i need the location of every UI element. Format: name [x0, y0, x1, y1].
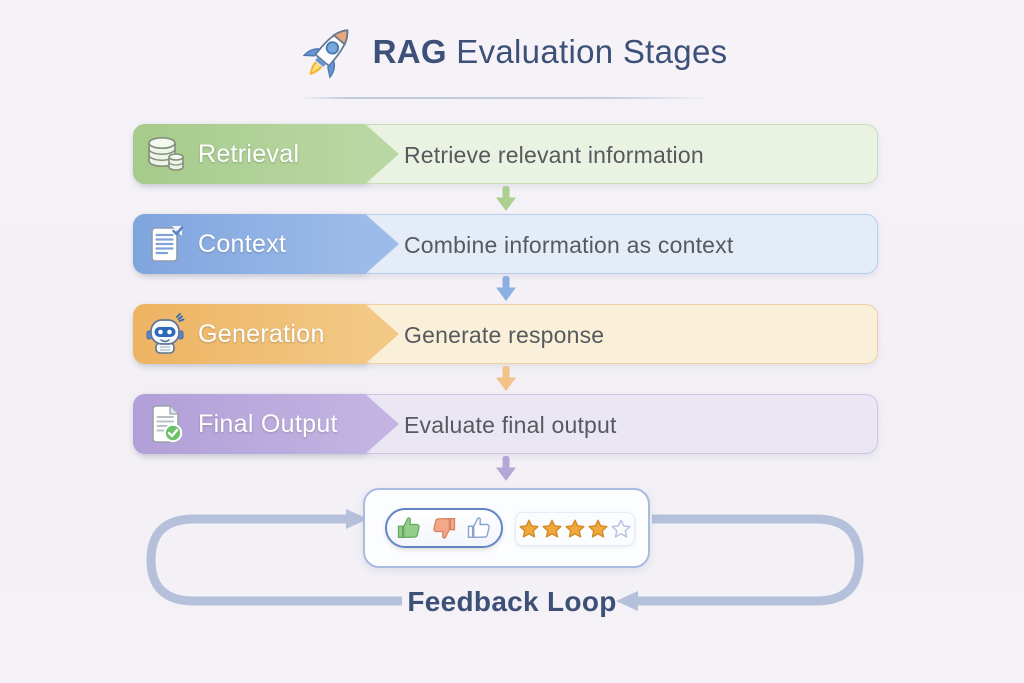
- stage-description: Combine information as context: [404, 232, 734, 258]
- star-icon[interactable]: [564, 518, 586, 540]
- stage-description: Generate response: [404, 322, 605, 348]
- thumbs-up-outline-icon: [467, 517, 490, 539]
- thumbs-feedback-group: [385, 508, 503, 548]
- flow-arrow-down-icon: [496, 186, 516, 211]
- thumbs-down-button[interactable]: [430, 514, 458, 542]
- stage-label-arrow: Final Output: [133, 394, 365, 454]
- database-icon: [148, 136, 184, 171]
- stage-label-arrow: Generation: [133, 304, 365, 364]
- star-icon[interactable]: [541, 518, 563, 540]
- stage-description: Retrieve relevant information: [404, 142, 704, 168]
- stage-label: Retrieval: [198, 139, 300, 168]
- thumbs-up-outline-button[interactable]: [465, 514, 493, 542]
- stage-label-arrow: Retrieval: [133, 124, 365, 184]
- star-icon[interactable]: [518, 518, 540, 540]
- stage-label: Generation: [198, 319, 325, 348]
- stage-label-arrow: Context: [133, 214, 365, 274]
- stage-row-final-output: Evaluate final output Final Output: [133, 394, 878, 454]
- stage-label: Context: [198, 229, 287, 258]
- stage-label: Final Output: [198, 409, 338, 438]
- flow-arrow-down-icon: [496, 456, 516, 481]
- document-approved-icon: [152, 405, 183, 443]
- stage-row-context: Combine information as context Context: [133, 214, 878, 274]
- thumbs-up-button[interactable]: [395, 514, 423, 542]
- thumbs-up-icon: [397, 517, 420, 538]
- page-title: RAG Evaluation Stages: [373, 33, 728, 71]
- thumbs-down-icon: [433, 518, 456, 539]
- star-rating[interactable]: [515, 512, 635, 546]
- robot-icon: [146, 313, 185, 354]
- stage-description: Evaluate final output: [404, 412, 617, 438]
- stage-row-generation: Generate response Generation: [133, 304, 878, 364]
- star-icon[interactable]: [610, 518, 632, 540]
- title-rest: Evaluation Stages: [446, 33, 728, 70]
- rocket-icon: [302, 29, 348, 79]
- title-group: RAG Evaluation Stages: [0, 20, 1024, 84]
- flow-arrow-down-icon: [496, 366, 516, 391]
- feedback-loop-arrow: [146, 509, 864, 611]
- star-icon[interactable]: [587, 518, 609, 540]
- flow-arrow-down-icon: [496, 276, 516, 301]
- title-underline: [298, 97, 714, 99]
- feedback-loop-label: Feedback Loop: [407, 586, 617, 617]
- title-brand: RAG: [372, 33, 447, 70]
- stage-row-retrieval: Retrieve relevant information Retrieval: [133, 124, 878, 184]
- feedback-panel: [363, 488, 650, 568]
- document-check-icon: [151, 226, 184, 262]
